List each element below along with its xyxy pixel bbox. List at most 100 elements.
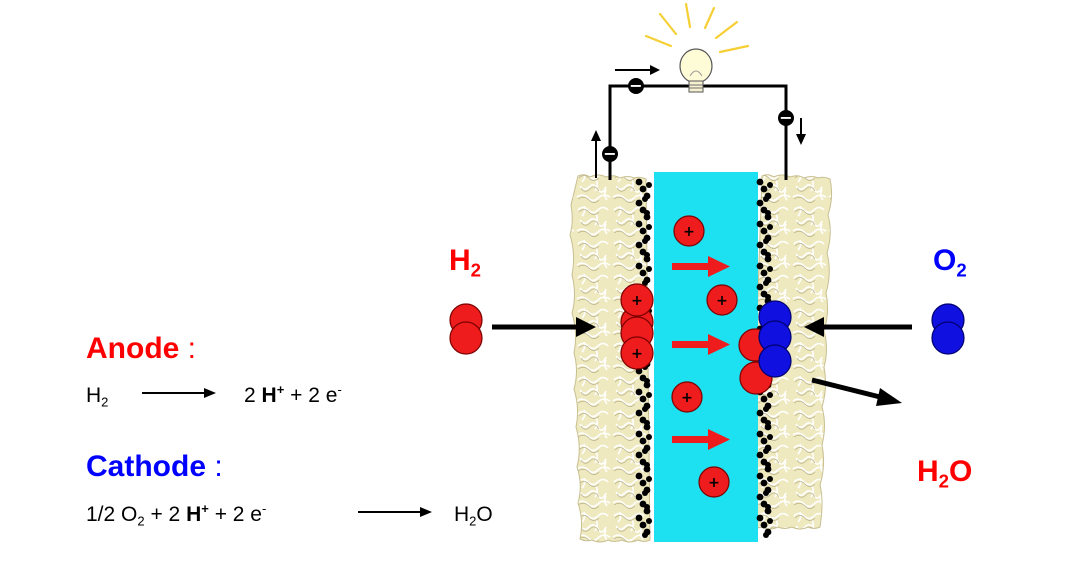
catalyst-particle bbox=[760, 395, 768, 403]
catalyst-particle bbox=[643, 255, 651, 263]
catalyst-particle bbox=[756, 514, 764, 522]
catalyst-particle bbox=[635, 430, 643, 438]
svg-text:+: + bbox=[683, 224, 695, 240]
catalyst-particle bbox=[642, 490, 648, 496]
catalyst-particle bbox=[635, 493, 643, 501]
catalyst-particle bbox=[763, 532, 769, 538]
catalyst-particle bbox=[760, 521, 768, 529]
catalyst-particle bbox=[635, 199, 643, 207]
electron-icon: − bbox=[602, 144, 618, 163]
catalyst-particle bbox=[756, 430, 764, 438]
catalyst-particle bbox=[642, 280, 648, 286]
electron-icon: − bbox=[628, 76, 644, 95]
catalyst-particle bbox=[767, 266, 773, 272]
svg-text:+: + bbox=[708, 475, 720, 491]
catalyst-particle bbox=[635, 514, 643, 522]
catalyst-particle bbox=[767, 518, 773, 524]
catalyst-particle bbox=[646, 392, 652, 398]
catalyst-particle bbox=[763, 280, 769, 286]
water-label: H2O bbox=[917, 455, 973, 492]
catalyst-particle bbox=[635, 451, 643, 459]
catalyst-particle bbox=[763, 490, 769, 496]
catalyst-particle bbox=[642, 406, 648, 412]
catalyst-particle bbox=[639, 227, 647, 235]
catalyst-particle bbox=[756, 472, 764, 480]
svg-text:+: + bbox=[631, 293, 643, 309]
catalyst-particle bbox=[646, 434, 652, 440]
electron-flow-arrow-top bbox=[615, 65, 660, 75]
proton-migration-arrow bbox=[672, 334, 730, 355]
proton-icon: + + bbox=[620, 283, 654, 370]
anode-equation-reactant: H2 bbox=[86, 384, 109, 410]
proton-icon: + bbox=[706, 284, 738, 316]
catalyst-particle bbox=[763, 196, 769, 202]
proton-migration-arrow bbox=[672, 256, 730, 277]
external-circuit-wire bbox=[608, 84, 788, 180]
cathode-electrode bbox=[749, 174, 833, 530]
catalyst-particle bbox=[635, 220, 643, 228]
catalyst-particle bbox=[639, 437, 647, 445]
arrow-icon bbox=[358, 507, 432, 517]
catalyst-particle bbox=[764, 507, 772, 515]
electron-flow-arrow-right bbox=[796, 118, 806, 145]
catalyst-particle bbox=[643, 507, 651, 515]
catalyst-particle bbox=[767, 224, 773, 230]
catalyst-particle bbox=[635, 472, 643, 480]
catalyst-particle bbox=[642, 532, 648, 538]
hydrogen-feed-arrow-icon bbox=[492, 317, 596, 337]
svg-text:+: + bbox=[631, 346, 643, 362]
catalyst-particle bbox=[646, 224, 652, 230]
catalyst-particle bbox=[763, 238, 769, 244]
catalyst-particle bbox=[756, 451, 764, 459]
hydrogen-molecule-icon bbox=[449, 303, 483, 355]
catalyst-particle bbox=[756, 409, 764, 417]
catalyst-particle bbox=[764, 465, 772, 473]
catalyst-particle bbox=[760, 185, 768, 193]
catalyst-particle bbox=[639, 479, 647, 487]
catalyst-particle bbox=[756, 220, 764, 228]
catalyst-particle bbox=[767, 392, 773, 398]
catalyst-particle bbox=[635, 241, 643, 249]
catalyst-particle bbox=[643, 465, 651, 473]
proton-icon: + bbox=[671, 381, 703, 413]
catalyst-particle bbox=[635, 262, 643, 270]
catalyst-particle bbox=[756, 493, 764, 501]
oxygen-label: O2 bbox=[933, 244, 967, 281]
catalyst-particle bbox=[646, 266, 652, 272]
catalyst-particle bbox=[767, 476, 773, 482]
electron-flow-arrow-left bbox=[591, 130, 601, 178]
catalyst-particle bbox=[764, 423, 772, 431]
svg-text:+: + bbox=[716, 293, 728, 309]
catalyst-particle bbox=[756, 178, 764, 186]
svg-text:−: − bbox=[779, 108, 792, 127]
water-formation-cluster bbox=[738, 300, 792, 395]
catalyst-particle bbox=[760, 227, 768, 235]
svg-text:−: − bbox=[629, 76, 642, 95]
catalyst-particle bbox=[767, 182, 773, 188]
arrow-icon bbox=[142, 388, 216, 398]
water-exit-arrow-icon bbox=[811, 377, 902, 406]
catalyst-particle bbox=[642, 238, 648, 244]
catalyst-particle bbox=[763, 448, 769, 454]
catalyst-particle bbox=[760, 437, 768, 445]
catalyst-particle bbox=[756, 241, 764, 249]
catalyst-particle bbox=[642, 196, 648, 202]
anode-equation-products: 2 H+ + 2 e- bbox=[244, 382, 342, 407]
catalyst-particle bbox=[642, 448, 648, 454]
catalyst-particle bbox=[763, 406, 769, 412]
catalyst-particle bbox=[635, 409, 643, 417]
catalyst-particle bbox=[756, 283, 764, 291]
oxygen-feed-arrow-icon bbox=[804, 317, 912, 337]
catalyst-particle bbox=[767, 434, 773, 440]
catalyst-particle bbox=[639, 521, 647, 529]
catalyst-particle bbox=[756, 199, 764, 207]
catalyst-particle bbox=[635, 388, 643, 396]
proton-migration-arrow bbox=[672, 429, 730, 450]
catalyst-particle bbox=[764, 213, 772, 221]
oxygen-molecule-icon bbox=[931, 303, 965, 355]
anode-electrode bbox=[569, 174, 651, 543]
catalyst-particle bbox=[635, 178, 643, 186]
cathode-equation-product: H2O bbox=[454, 503, 493, 529]
catalyst-particle bbox=[646, 518, 652, 524]
